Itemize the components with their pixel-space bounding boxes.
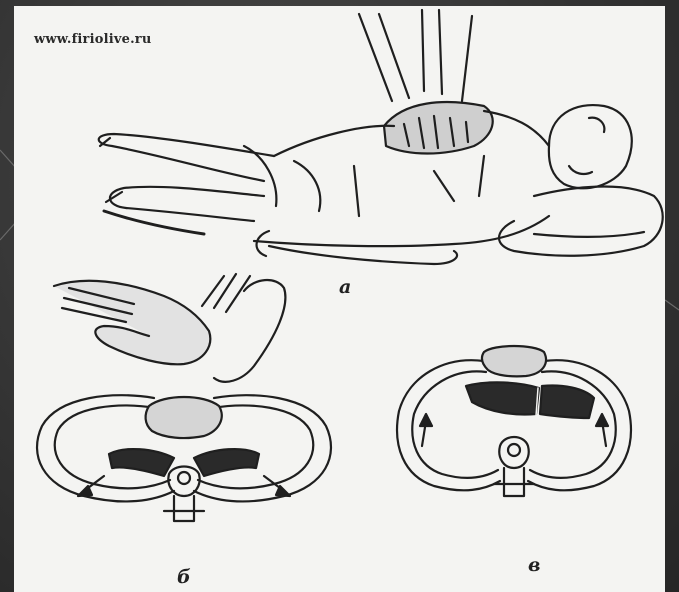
figure-label-a: а <box>339 276 351 298</box>
illustration-panel: www.firiolive.ru <box>14 6 665 592</box>
cpr-illustration <box>14 6 665 592</box>
figure-label-b: б <box>177 566 191 588</box>
figure-b-cross-section <box>37 274 331 521</box>
figure-label-v: в <box>528 554 540 576</box>
figure-v-cross-section <box>397 346 631 496</box>
figure-a-patient <box>99 10 663 264</box>
